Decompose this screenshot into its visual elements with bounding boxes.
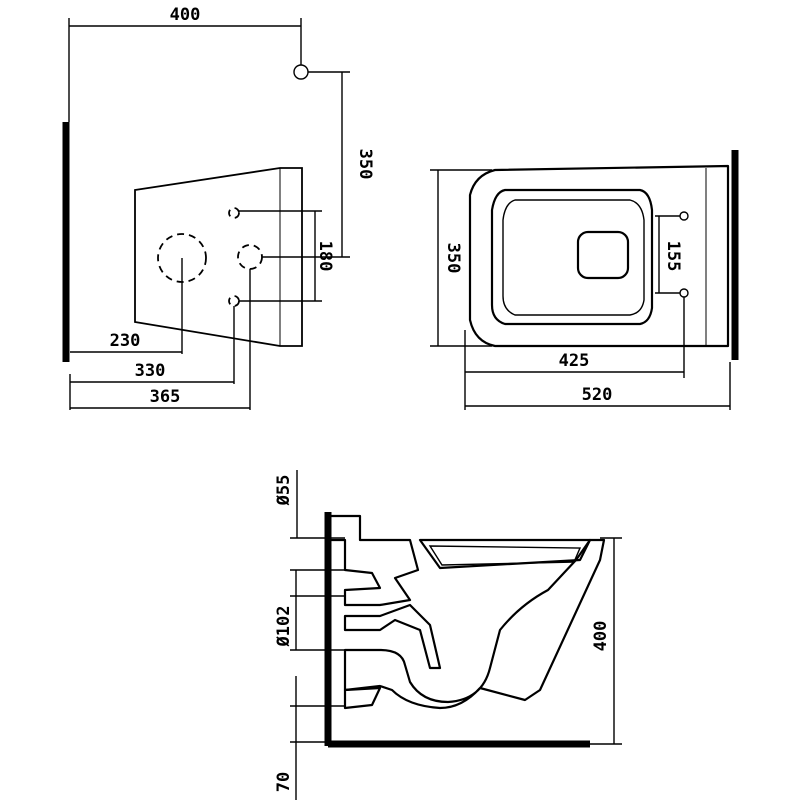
top-view: 350 155 425 520 [430, 150, 739, 410]
anchor-point-icon [293, 64, 309, 80]
inner-channel-section [343, 603, 442, 670]
seat-bolt-bottom-icon [679, 288, 689, 298]
seat-outline [490, 188, 654, 326]
flush-cover [576, 230, 630, 280]
dim-425-label: 425 [559, 351, 590, 371]
seat-bolt-top-icon [679, 211, 689, 221]
dim-350-label: 350 [355, 149, 375, 180]
dim-side400-label: 400 [591, 621, 611, 652]
dim-180-label: 180 [315, 241, 335, 272]
dim-top350-label: 350 [443, 243, 463, 274]
dim-400-label: 400 [170, 5, 201, 25]
bowl-body-section [343, 538, 606, 710]
dim-70-label: 70 [274, 772, 294, 792]
rim-inner-line [428, 545, 582, 566]
seat-inner-outline [502, 199, 645, 316]
base-foot-section [343, 686, 382, 710]
flush-inlet-section [328, 514, 420, 607]
dim-102-label: Ø102 [274, 606, 294, 648]
dim-520-label: 520 [582, 385, 613, 405]
bowl-outline-top [468, 164, 730, 348]
side-section-view: Ø55 Ø102 70 400 [274, 470, 622, 800]
dim-230-label: 230 [110, 331, 141, 351]
dim-365-label: 365 [150, 387, 181, 407]
dim-330-label: 330 [135, 361, 166, 381]
bowl-rim-section [418, 538, 592, 570]
dim-155-label: 155 [663, 241, 683, 272]
dim-55-label: Ø55 [274, 475, 294, 507]
wall-view: 400 350 180 230 330 365 [62, 5, 375, 410]
upper-bolt-icon [228, 207, 240, 219]
